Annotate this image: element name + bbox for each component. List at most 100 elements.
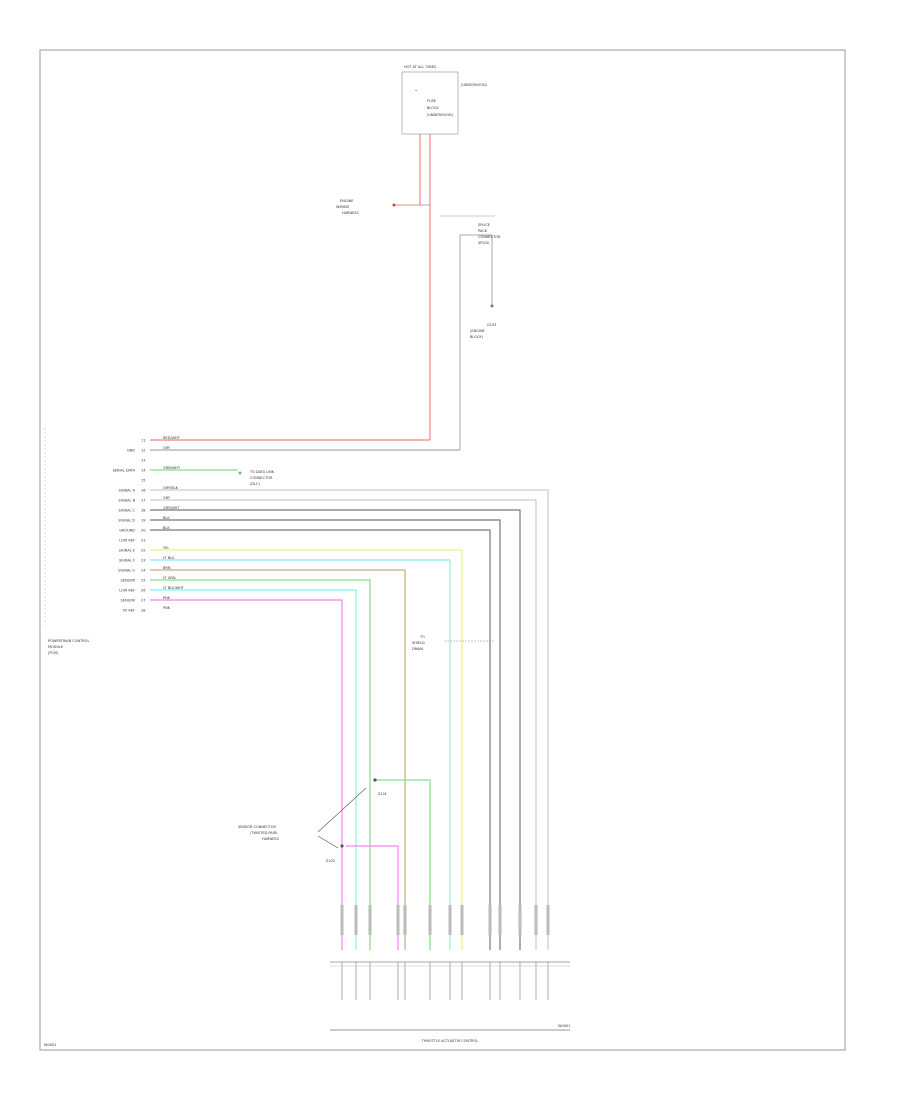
svg-text:TO DATA LINK: TO DATA LINK <box>249 470 275 474</box>
fuse-heading: HOT AT ALL TIMES <box>404 65 437 69</box>
pin-number: 12 <box>141 449 145 453</box>
wire-gry-wht <box>150 509 521 950</box>
terminal-pin <box>340 905 344 935</box>
pin-signal-name: SIGNAL D <box>118 519 135 523</box>
wire-brn <box>150 569 406 950</box>
pcm-pin-row: SIGNAL E 22 YEL <box>119 546 170 553</box>
wire-gry <box>150 499 537 950</box>
svg-text:SP200: SP200 <box>478 241 489 245</box>
pin-signal-name: SIGNAL C <box>119 509 136 513</box>
sensor-connector-label: SENSOR CONNECTOR (TWISTED PAIR) HARNESS … <box>238 787 387 863</box>
pcm-pin-row: SIGNAL F 23 LT BLU <box>119 556 175 563</box>
svg-text:DRAIN: DRAIN <box>412 647 423 651</box>
svg-text:(DLC): (DLC) <box>250 482 260 486</box>
pin-signal-name: LOW REF <box>119 589 135 593</box>
terminal-pin <box>448 905 452 935</box>
wire-color-label: GRY <box>163 446 171 450</box>
terminal-pin <box>498 905 502 935</box>
pin-number: 26 <box>141 589 145 593</box>
wire-color-label: BLK <box>163 516 170 520</box>
pin-number: 23 <box>141 559 145 563</box>
wire-color-label: YEL <box>163 546 169 550</box>
module-title-2: MODULE <box>48 645 63 649</box>
wire-color-label: GRY/BLK <box>163 486 179 490</box>
wire-color-label: GRY/WHT <box>163 506 180 510</box>
pin-number: 19 <box>141 519 145 523</box>
serial-dest-label: TO DATA LINK CONNECTOR (DLC) <box>238 470 275 486</box>
wire-color-label: PNK <box>163 596 171 600</box>
terminal-pin <box>368 905 372 935</box>
pcm-pin-row: GND 12 GRY <box>127 446 171 453</box>
svg-text:(ENGINE: (ENGINE <box>470 329 485 333</box>
upper-wiring <box>392 134 495 450</box>
splice-b-label: S102 <box>326 859 335 863</box>
wire-color-label: LT GRN <box>163 576 176 580</box>
pin-number: 11 <box>141 439 145 443</box>
bottom-connector: THROTTLE ACTUATOR CONTROL W0001 <box>330 961 570 1043</box>
pin-number: 20 <box>141 529 145 533</box>
pin-signal-name: SENSOR <box>121 579 136 583</box>
pin-number: 16 <box>141 489 145 493</box>
wire-lt-blu-wht <box>150 589 357 950</box>
pin-signal-name: SIGNAL E <box>119 549 135 553</box>
ground-label: G103 (ENGINE BLOCK) <box>470 323 496 339</box>
pin-signal-name: LOW REF <box>119 539 135 543</box>
pcm-pin-row: LOW REF 21 <box>119 539 145 543</box>
wire-color-label: LT BLU <box>163 556 175 560</box>
pcm-pin-row: SIGNAL D 19 BLK <box>118 516 170 523</box>
wire-color-label: GRY <box>163 496 171 500</box>
terminal-pin <box>396 905 400 935</box>
pin-number: 24 <box>141 569 146 573</box>
pin-number: 21 <box>141 539 145 543</box>
terminal-pin <box>354 905 358 935</box>
pin-signal-name: SIGNAL F <box>119 559 135 563</box>
wire-lt-blu <box>150 559 451 950</box>
pin-number: 17 <box>141 499 145 503</box>
underhood-label: ENGINE WIRING HARNESS <box>336 199 360 215</box>
diagram-frame <box>39 49 846 1051</box>
module-wiring <box>150 439 550 1000</box>
wire-gry-blk <box>150 489 549 950</box>
pin-number: 15 <box>141 479 145 483</box>
pin-number: 22 <box>141 549 145 553</box>
wire-color-label: BLK <box>163 526 170 530</box>
wire-color-label: LT BLU/WHT <box>163 586 185 590</box>
wire-color-label: RED/WHT <box>163 436 181 440</box>
pin-signal-name: SIGNAL A <box>119 489 136 493</box>
fuse-label-2: BLOCK <box>427 106 439 110</box>
svg-text:WIRING: WIRING <box>336 205 350 209</box>
pin-signal-name: GND <box>127 449 135 453</box>
pin-number: 14 <box>141 469 146 473</box>
splice-point-a <box>373 778 377 782</box>
svg-text:PACK: PACK <box>478 229 488 233</box>
fuse-pin-marker: • <box>415 89 417 93</box>
bottom-device-id: W0001 <box>558 1024 570 1028</box>
shield-label: TO SHIELD DRAIN <box>412 635 494 651</box>
pin-signal-name: SENSOR <box>121 599 136 603</box>
wire-branch-pink <box>346 845 399 950</box>
junction-label: SPLICE PACK CONNECTOR SP200 <box>478 223 501 245</box>
wire-yel <box>150 549 463 950</box>
figure-id: W0001 <box>44 1043 56 1047</box>
fuse-side-label: (UNDERHOOD) <box>461 83 488 87</box>
terminal-pin <box>546 905 550 935</box>
wire-blk <box>150 529 491 950</box>
fuse-label-1: FUSE <box>427 99 436 103</box>
pcm-pin-row: LOW REF 26 LT BLU/WHT <box>119 586 185 593</box>
pin-signal-name: GROUND <box>119 529 135 533</box>
pin-number: 25 <box>141 579 145 583</box>
terminal-pin <box>460 905 464 935</box>
pcm-pin-row: SENSOR 25 LT GRN <box>121 576 176 583</box>
wire-blk <box>150 519 501 950</box>
wire-pnk <box>150 599 343 950</box>
svg-text:(TWISTED PAIR): (TWISTED PAIR) <box>250 831 278 835</box>
terminal-pin <box>403 905 407 935</box>
svg-text:SPLICE: SPLICE <box>478 223 490 227</box>
bottom-device-label: THROTTLE ACTUATOR CONTROL <box>421 1039 479 1043</box>
